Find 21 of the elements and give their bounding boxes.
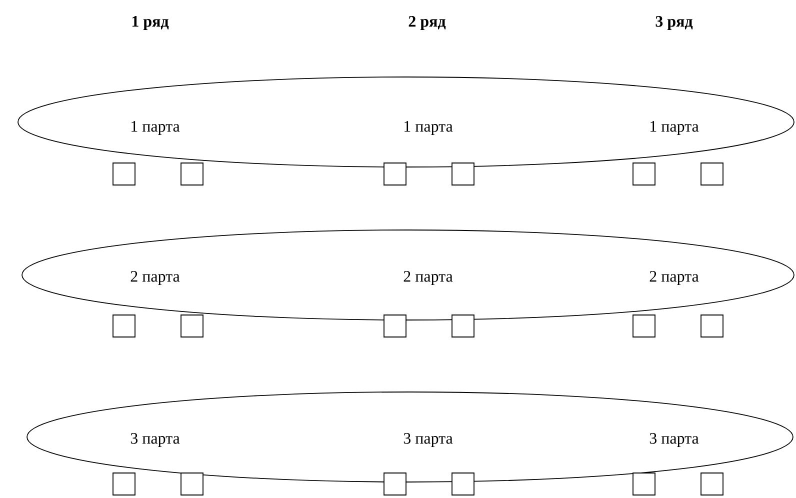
row-heading: 3 ряд [656,16,693,30]
chair-square [700,472,724,496]
chair-square [180,314,204,338]
chair-square [452,162,474,186]
chair-square [452,472,474,496]
chair-square [700,314,724,338]
chair-square [180,472,204,496]
chair-square [452,314,474,338]
chair-square [632,162,656,186]
chair-square [384,162,406,186]
chair-square [700,162,724,186]
chair-square [112,162,136,186]
chair-square [384,314,406,338]
row-heading: 2 ряд [408,16,446,30]
chair-square [112,314,136,338]
chair-square [632,472,656,496]
chair-square [112,472,136,496]
chair-square [384,472,406,496]
chair-square [632,314,656,338]
chair-square [180,162,204,186]
row-heading: 1 ряд [132,16,169,30]
